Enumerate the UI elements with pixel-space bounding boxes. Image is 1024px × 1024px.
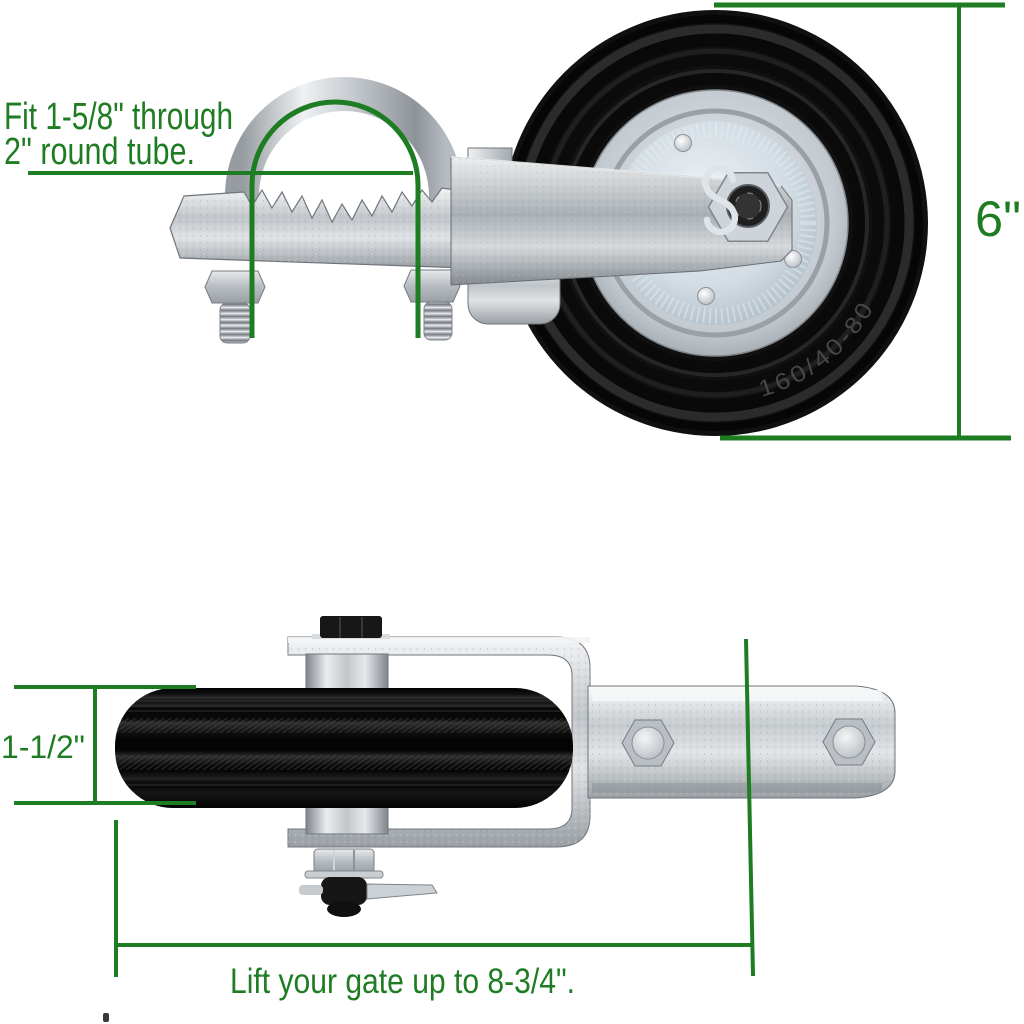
axle-spacer-top [305, 653, 389, 691]
grease-cap [321, 877, 367, 905]
top-down-view [115, 616, 896, 917]
axle-hardware [299, 616, 438, 917]
hub-rivet [697, 287, 715, 305]
cotter-wing-left [299, 885, 323, 895]
lift-note: Lift your gate up to 8-3/4". [230, 962, 575, 1001]
clamp-nut-left [204, 270, 266, 304]
axle-hex-bolt [320, 616, 382, 638]
hub-rivet [674, 134, 692, 152]
axle-spacer-bottom [305, 803, 389, 835]
cap-bottom [327, 901, 361, 917]
cotter-wing [366, 883, 438, 900]
hub-rivet [784, 250, 802, 268]
annotation-text-layer: Fit 1-5/8" through 2" round tube. 6" 1-1… [1, 96, 1021, 1001]
washer-bottom [304, 870, 384, 879]
tube-arch-line [249, 99, 421, 338]
threaded-stud-left [219, 302, 251, 344]
mounting-bar [587, 685, 896, 799]
safety-s-hook [701, 164, 739, 236]
annotations-layer [14, 2, 1011, 977]
lock-nut [313, 848, 375, 874]
threaded-stud-right [423, 301, 453, 341]
wheel-diameter-label: 6" [975, 191, 1021, 247]
dim-lift-right-line [744, 638, 755, 977]
wheel-width-label: 1-1/2" [1, 729, 85, 765]
u-bolt [225, 77, 463, 214]
fit-note-line1: Fit 1-5/8" through [4, 96, 233, 138]
side-view: 160/40-80 [169, 10, 928, 436]
wheel-top [115, 688, 573, 808]
swivel-arm [450, 156, 793, 286]
fit-note-line2: 2" round tube. [4, 131, 195, 173]
edge-artifact-dot [103, 1013, 109, 1022]
